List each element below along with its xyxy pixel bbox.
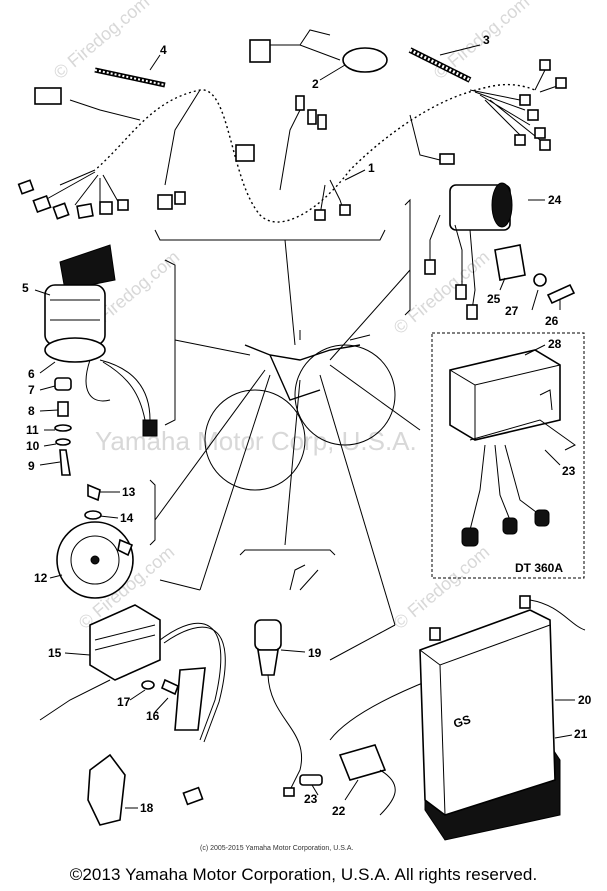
callout-21: 21 [574, 727, 588, 741]
watermark-site-6: © Firedog.com [390, 542, 493, 633]
main-switch-assembly [44, 244, 158, 476]
callout-27: 27 [505, 304, 519, 318]
callout-11: 11 [26, 423, 39, 437]
callout-15: 15 [48, 646, 62, 660]
callout-19: 19 [308, 646, 322, 660]
callout-18: 18 [140, 801, 154, 815]
motorcycle-outline [204, 330, 396, 491]
callout-6: 6 [28, 367, 35, 381]
callout-3: 3 [483, 33, 490, 47]
callout-4: 4 [160, 43, 167, 57]
callout-23-bracket: 23 [562, 464, 576, 478]
battery-brand-label: GS [452, 712, 473, 731]
footer-copyright: ©2013 Yamaha Motor Corporation, U.S.A. A… [69, 865, 538, 884]
callout-8: 8 [28, 404, 35, 418]
callout-9: 9 [28, 459, 35, 473]
leader-lines [154, 239, 421, 661]
cable-ties [94, 47, 472, 88]
callout-12: 12 [34, 571, 48, 585]
callout-23-fuse: 23 [304, 792, 318, 806]
callout-22: 22 [332, 804, 346, 818]
callout-10: 10 [26, 439, 40, 453]
callout-16: 16 [146, 709, 160, 723]
callouts: 1 2 3 4 5 6 7 8 11 10 9 13 14 12 15 17 1… [22, 33, 592, 818]
small-copyright-credit: (c) 2005-2015 Yamaha Motor Corporation, … [200, 845, 354, 852]
callout-14: 14 [120, 511, 134, 525]
callout-25: 25 [487, 292, 501, 306]
inset-model-label: DT 360A [515, 561, 563, 575]
watermark-site-4: © Firedog.com [390, 247, 493, 338]
bracket-lines [149, 198, 411, 591]
callout-26: 26 [545, 314, 559, 328]
callout-13: 13 [122, 485, 136, 499]
ignition-coil-assembly [39, 604, 226, 826]
main-wire-harness [17, 29, 567, 225]
inset-dt360a: DT 360A [431, 332, 585, 579]
fuse-assembly [299, 679, 431, 816]
callout-1: 1 [368, 161, 375, 175]
callout-17: 17 [117, 695, 131, 709]
callout-24: 24 [548, 193, 562, 207]
battery-assembly: GS [419, 595, 586, 841]
regulator-assembly [424, 182, 576, 320]
inset-frame [431, 332, 585, 579]
callout-20: 20 [578, 693, 592, 707]
callout-2: 2 [312, 77, 319, 91]
neutral-switch [254, 564, 319, 797]
callout-28: 28 [548, 337, 562, 351]
callout-7: 7 [28, 383, 35, 397]
callout-5: 5 [22, 281, 29, 295]
horn-assembly [56, 483, 134, 599]
